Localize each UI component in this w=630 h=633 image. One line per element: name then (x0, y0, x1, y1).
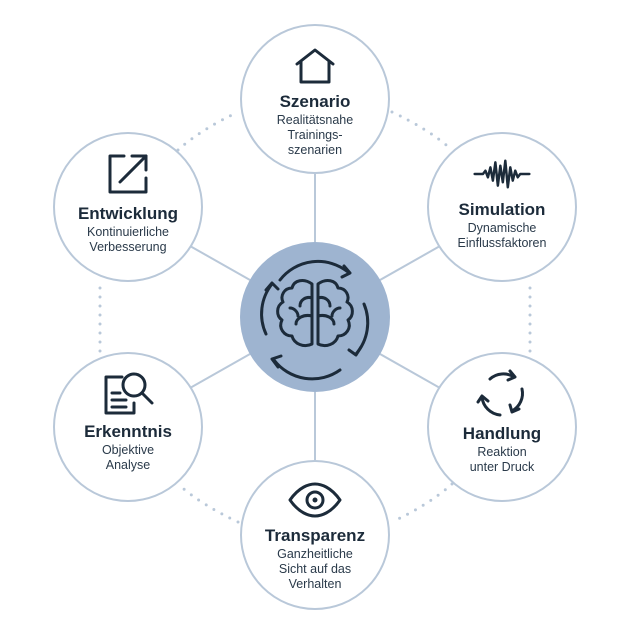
dotted-arc-top-left (176, 110, 240, 152)
spoke-lower-right (379, 353, 441, 389)
dotted-arc-bottom-right (390, 482, 454, 524)
brain-cycle-icon (260, 259, 370, 381)
node-szenario: Szenario Realitätsnahe Trainings- szenar… (240, 24, 390, 174)
subtitle-line: Kontinuierliche (87, 225, 169, 239)
spoke-upper-left (189, 245, 251, 281)
subtitle-line: Realitätsnahe (276, 113, 354, 127)
subtitle-line: Trainings- (287, 128, 343, 142)
node-simulation: Simulation Dynamische Einflussfaktoren (427, 132, 577, 282)
subtitle-line: Verbesserung (89, 240, 167, 254)
node-erkenntnis: Erkenntnis Objektive Analyse (53, 352, 203, 502)
subtitle-line: Objektive (101, 443, 155, 457)
subtitle-line: Analyse (105, 458, 151, 472)
node-title: Erkenntnis (84, 422, 172, 441)
node-subtitle: Kontinuierliche Verbesserung (77, 225, 179, 255)
subtitle-line: Ganzheitliche (277, 547, 353, 561)
node-subtitle: Realitätsnahe Trainings- szenarien (267, 113, 363, 158)
center-circle (240, 242, 390, 392)
node-title: Entwicklung (77, 204, 179, 223)
house-icon (295, 48, 335, 84)
node-subtitle: Dynamische Einflussfaktoren (448, 221, 557, 251)
subtitle-line: Verhalten (288, 577, 342, 591)
node-subtitle: Objektive Analyse (92, 443, 164, 473)
dotted-arc-bottom-left (176, 482, 240, 524)
spoke-upper-right (379, 245, 441, 281)
arrow-up-right-icon (108, 154, 148, 194)
subtitle-line: szenarien (287, 143, 343, 157)
node-title: Transparenz (264, 526, 366, 545)
spoke-lower-left (189, 353, 251, 389)
node-transparenz: Transparenz Ganzheitliche Sicht auf das … (240, 460, 390, 610)
node-title: Szenario (279, 92, 351, 111)
waveform-icon (473, 159, 531, 189)
node-title: Simulation (458, 200, 546, 219)
node-handlung: Handlung Reaktion unter Druck (427, 352, 577, 502)
node-subtitle: Reaktion unter Druck (460, 445, 545, 475)
subtitle-line: unter Druck (469, 460, 535, 474)
subtitle-line: Sicht auf das (278, 562, 352, 576)
eye-icon (288, 482, 342, 518)
node-title: Handlung (462, 424, 542, 443)
node-entwicklung: Entwicklung Kontinuierliche Verbesserung (53, 132, 203, 282)
subtitle-line: Reaktion (477, 445, 527, 459)
node-subtitle: Ganzheitliche Sicht auf das Verhalten (267, 547, 363, 592)
subtitle-line: Einflussfaktoren (457, 236, 547, 250)
subtitle-line: Dynamische (467, 221, 537, 235)
dotted-arc-top-right (390, 110, 454, 152)
document-search-icon (104, 372, 154, 415)
cycle-arrows-icon (476, 369, 524, 417)
